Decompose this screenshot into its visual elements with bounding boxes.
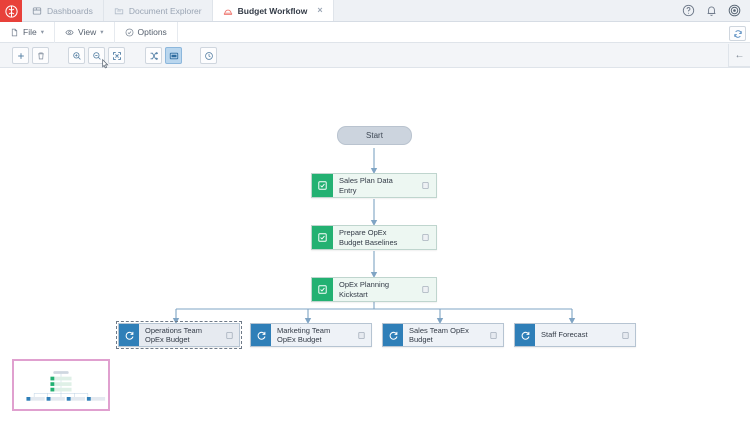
toolbar-group-edit (12, 47, 49, 64)
menu-bar: File ▾ View ▾ Options (0, 21, 750, 43)
checkbox-task-icon (312, 278, 333, 301)
node-process-staff-forecast[interactable]: Staff Forecast (514, 323, 636, 347)
tab-budget-workflow[interactable]: Budget Workflow × (212, 0, 334, 21)
connector-links (172, 148, 576, 324)
toolbar (0, 43, 750, 68)
chevron-down-icon: ▾ (40, 29, 44, 36)
node-process-sales-team-opex-budget[interactable]: Sales Team OpEx Budget (382, 323, 504, 347)
document-icon[interactable] (414, 233, 436, 242)
add-node-button[interactable] (12, 47, 29, 64)
checkbox-task-icon (312, 174, 333, 197)
canvas-minimap[interactable] (12, 359, 110, 411)
document-icon[interactable] (483, 331, 503, 340)
node-task-sales-plan-data-entry[interactable]: Sales Plan Data Entry (311, 173, 437, 198)
checkbox-task-icon (312, 226, 333, 249)
history-button[interactable] (200, 47, 217, 64)
toolbar-group-layout (145, 47, 182, 64)
menu-label: Options (137, 27, 167, 37)
zoom-in-button[interactable] (68, 47, 85, 64)
node-task-opex-planning-kickstart[interactable]: OpEx Planning Kickstart (311, 277, 437, 302)
close-icon[interactable]: × (317, 5, 323, 15)
eye-icon (65, 28, 74, 37)
menu-label: View (77, 27, 97, 37)
node-label: Sales Team OpEx Budget (409, 325, 469, 344)
app-logo-icon[interactable] (0, 0, 22, 22)
refresh-process-icon (515, 324, 535, 346)
workflow-icon (223, 6, 233, 16)
tab-dashboards[interactable]: Dashboards (22, 0, 104, 21)
refresh-process-icon (119, 324, 139, 346)
node-label: Operations Team OpEx Budget (145, 325, 202, 344)
tab-document-explorer[interactable]: Document Explorer (104, 0, 213, 21)
settings-target-icon[interactable] (728, 4, 741, 17)
file-icon (10, 28, 19, 37)
node-label: OpEx Planning Kickstart (339, 280, 390, 299)
delete-node-button[interactable] (32, 47, 49, 64)
node-label: Sales Plan Data Entry (339, 176, 393, 195)
node-label: Marketing Team OpEx Budget (277, 325, 331, 344)
node-label: Prepare OpEx Budget Baselines (339, 228, 398, 247)
help-icon[interactable] (682, 4, 695, 17)
node-label: Staff Forecast (541, 330, 588, 340)
chevron-down-icon: ▾ (100, 29, 104, 36)
document-icon[interactable] (414, 181, 436, 190)
reroute-links-button[interactable] (145, 47, 162, 64)
workflow-canvas[interactable]: Start Sales Plan Data Entry (0, 68, 750, 422)
toolbar-group-zoom (68, 47, 125, 64)
tab-bar: Dashboards Document Explorer Budget Work… (0, 0, 750, 22)
node-process-operations-team-opex-budget[interactable]: Operations Team OpEx Budget (116, 321, 242, 349)
node-task-prepare-opex-budget-baselines[interactable]: Prepare OpEx Budget Baselines (311, 225, 437, 250)
start-node-label: Start (337, 126, 412, 145)
refresh-button[interactable] (729, 26, 746, 41)
collapse-panel-button[interactable]: ← (728, 44, 750, 67)
node-start[interactable]: Start (337, 126, 412, 145)
tab-label: Dashboards (47, 5, 93, 16)
folder-document-icon (114, 6, 124, 16)
notifications-bell-icon[interactable] (705, 4, 718, 17)
document-icon[interactable] (615, 331, 635, 340)
zoom-out-button[interactable] (88, 47, 105, 64)
menu-label: File (23, 27, 37, 37)
fit-to-screen-button[interactable] (108, 47, 125, 64)
minimap-content (26, 371, 106, 401)
menu-options[interactable]: Options (115, 21, 178, 43)
menu-file[interactable]: File ▾ (0, 21, 55, 43)
menu-view[interactable]: View ▾ (55, 21, 115, 43)
dashboard-icon (32, 6, 42, 16)
toggle-overview-button[interactable] (165, 47, 182, 64)
refresh-process-icon (383, 324, 403, 346)
tab-label: Budget Workflow (237, 5, 308, 16)
document-icon[interactable] (351, 331, 371, 340)
tab-label: Document Explorer (128, 5, 202, 16)
node-process-marketing-team-opex-budget[interactable]: Marketing Team OpEx Budget (250, 323, 372, 347)
check-circle-icon (125, 28, 134, 37)
document-icon[interactable] (414, 285, 436, 294)
document-icon[interactable] (219, 331, 239, 340)
refresh-process-icon (251, 324, 271, 346)
tab-bar-actions (673, 0, 750, 21)
toolbar-group-history (200, 47, 217, 64)
